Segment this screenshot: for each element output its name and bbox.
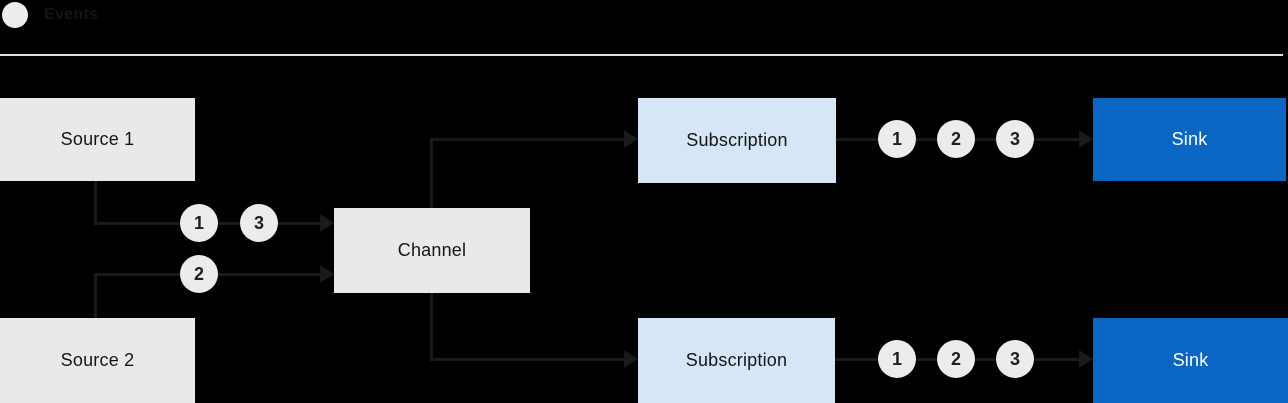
channel-node: Channel bbox=[334, 208, 530, 293]
event-badge: 2 bbox=[937, 340, 975, 378]
connector-source1-down bbox=[94, 181, 97, 224]
subscription-top-label: Subscription bbox=[686, 130, 788, 150]
source-2-node: Source 2 bbox=[0, 318, 195, 403]
arrowhead-icon bbox=[1079, 130, 1093, 148]
connector-source2-up bbox=[94, 273, 97, 318]
source-1-node: Source 1 bbox=[0, 98, 195, 181]
event-badge: 3 bbox=[996, 120, 1034, 158]
arrowhead-icon bbox=[624, 130, 638, 148]
events-legend-label: Events bbox=[44, 6, 99, 23]
event-badge: 1 bbox=[878, 340, 916, 378]
channel-label: Channel bbox=[397, 240, 467, 260]
arrowhead-icon bbox=[624, 350, 638, 368]
event-badge: 2 bbox=[937, 120, 975, 158]
event-badge: 3 bbox=[240, 204, 278, 242]
event-badge: 1 bbox=[878, 120, 916, 158]
connector-channel-to-subscription-top bbox=[430, 138, 624, 141]
sink-bottom-label: Sink bbox=[1172, 350, 1209, 370]
connector-channel-up bbox=[430, 140, 433, 208]
divider-line bbox=[0, 54, 1283, 56]
arrowhead-icon bbox=[1079, 350, 1093, 368]
event-badge: 2 bbox=[180, 255, 218, 293]
subscription-bottom-label: Subscription bbox=[685, 350, 788, 370]
source-2-label: Source 2 bbox=[60, 350, 135, 370]
events-legend-icon bbox=[2, 2, 28, 28]
connector-channel-down bbox=[430, 293, 433, 360]
subscription-top-node: Subscription bbox=[638, 98, 836, 183]
subscription-bottom-node: Subscription bbox=[638, 318, 835, 403]
arrowhead-icon bbox=[320, 265, 334, 283]
arrowhead-icon bbox=[320, 214, 334, 232]
event-badge: 3 bbox=[996, 340, 1034, 378]
sink-top-label: Sink bbox=[1171, 129, 1208, 149]
sink-bottom-node: Sink bbox=[1093, 318, 1288, 403]
event-badge: 1 bbox=[180, 204, 218, 242]
source-1-label: Source 1 bbox=[60, 129, 135, 149]
sink-top-node: Sink bbox=[1093, 98, 1286, 181]
connector-channel-to-subscription-bottom bbox=[430, 358, 624, 361]
